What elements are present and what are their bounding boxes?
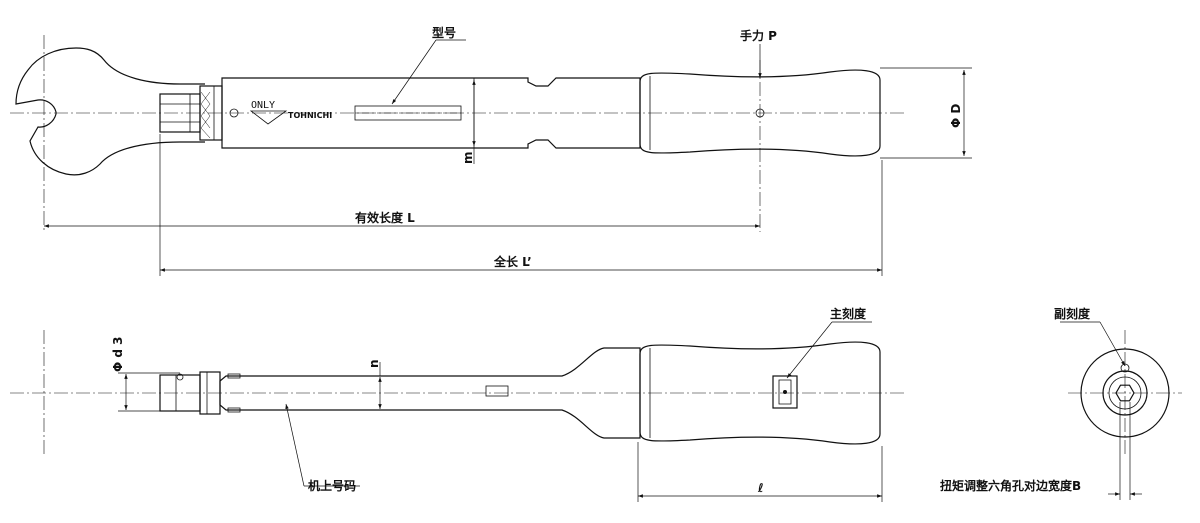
main-scale-label: 主刻度 <box>830 306 867 321</box>
n-label: n <box>367 359 381 368</box>
effective-length-label: 有效长度 L <box>355 210 415 225</box>
phi-d-label: Φ D <box>949 104 963 128</box>
end-view: 副刻度 扭矩调整六角孔对边宽度B <box>940 306 1182 500</box>
handle <box>639 69 881 157</box>
end-inner-circle <box>1102 370 1148 416</box>
phi-d3-label: Φ d 3 <box>111 337 125 373</box>
side-body <box>219 347 641 439</box>
side-view: 主刻度 Φ d 3 n 机上号码 ℓ <box>10 306 905 502</box>
model-label: 型号 <box>432 25 456 40</box>
hex-width-label: 扭矩调整六角孔对边宽度B <box>940 478 1081 493</box>
handle-pin <box>755 108 765 118</box>
side-handle <box>639 341 881 445</box>
logo-only: ONLY <box>251 100 275 111</box>
spanner-head <box>15 47 205 176</box>
top-view: ONLY TOHNICHI 型号 手力 P Φ D m 有效长度 L 全长 L’ <box>10 25 972 276</box>
serial-plate <box>485 385 509 397</box>
total-length-label: 全长 L’ <box>493 254 532 269</box>
direction-arrow-icon <box>249 110 288 125</box>
m-label: m <box>461 151 475 164</box>
hand-force-label: 手力 P <box>740 28 777 43</box>
grip-length-label: ℓ <box>757 481 764 495</box>
hex-socket <box>1115 384 1135 402</box>
wrench-body <box>221 77 641 149</box>
end-outer-circle <box>1080 348 1170 438</box>
sub-scale-label: 副刻度 <box>1054 306 1091 321</box>
serial-number-label: 机上号码 <box>308 478 356 493</box>
logo-brand: TOHNICHI <box>288 111 332 120</box>
main-scale-window <box>772 375 798 409</box>
body-pin <box>229 108 239 118</box>
